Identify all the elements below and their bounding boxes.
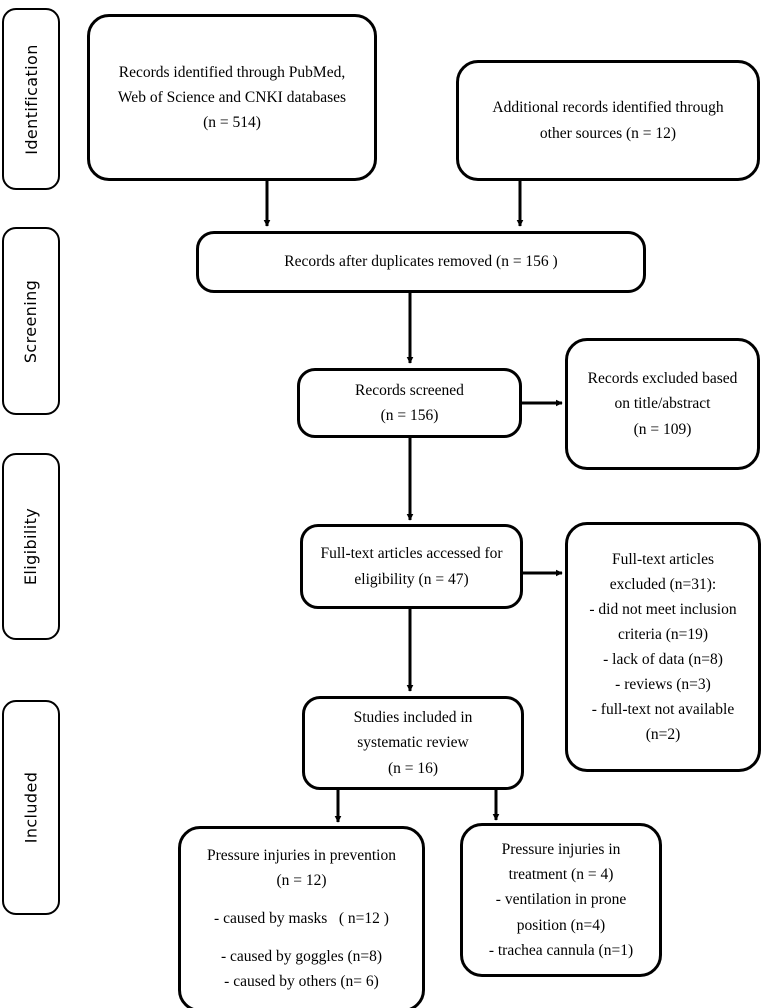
box-additional-records-line2: other sources (n = 12) xyxy=(539,124,677,142)
stage-label-included: Included xyxy=(2,700,60,915)
box-prevention-line1: Pressure injuries in prevention xyxy=(207,847,396,864)
box-records-screened-line2: (n = 156) xyxy=(380,407,439,424)
box-prevention-line4: - caused by goggles (n=8) xyxy=(220,948,383,966)
box-fulltext-excluded-line2: excluded (n=31): xyxy=(609,575,717,593)
box-fulltext-excluded-line1: Full-text articles xyxy=(611,550,714,568)
box-fulltext-excluded-line6: - reviews (n=3) xyxy=(615,676,711,694)
box-treatment-line4: position (n=4) xyxy=(516,916,606,934)
stage-label-included-text: Included xyxy=(21,771,41,844)
box-prevention-line2: (n = 12) xyxy=(276,872,327,890)
box-studies-included-line1: Studies included in xyxy=(353,709,473,727)
box-records-identified-line3: (n = 514) xyxy=(203,114,261,132)
box-fulltext-excluded-line3: - did not meet inclusion xyxy=(589,600,737,618)
box-treatment-line2: treatment (n = 4) xyxy=(508,866,614,884)
stage-label-eligibility-text: Eligibility xyxy=(21,507,41,586)
box-fulltext-assessed-line1: Full-text articles accessed for xyxy=(320,545,503,563)
box-fulltext-excluded-line7: - full-text not available xyxy=(591,701,735,719)
box-duplicates-removed: Records after duplicates removed (n = 15… xyxy=(196,231,646,293)
box-treatment-line1: Pressure injuries in xyxy=(501,841,621,859)
box-studies-included: Studies included in systematic review (n… xyxy=(302,696,524,790)
box-records-excluded-line1: Records excluded based xyxy=(587,370,738,388)
box-fulltext-excluded: Full-text articles excluded (n=31): - di… xyxy=(565,522,761,772)
box-records-identified: Records identified through PubMed, Web o… xyxy=(87,14,377,181)
box-records-excluded-line3: (n = 109) xyxy=(633,420,692,438)
stage-label-identification-text: Identification xyxy=(21,43,41,155)
box-records-screened: Records screened (n = 156) xyxy=(297,368,522,438)
box-studies-included-line2: systematic review xyxy=(357,734,469,752)
box-prevention: Pressure injuries in prevention (n = 12)… xyxy=(178,826,425,1008)
box-additional-records: Additional records identified through ot… xyxy=(456,60,760,181)
box-prevention-line3: - caused by masks ( n=12 ) xyxy=(214,910,389,928)
box-records-screened-line1: Records screened xyxy=(355,381,464,399)
stage-label-identification: Identification xyxy=(2,8,60,190)
box-records-identified-line1: Records identified through PubMed, xyxy=(118,63,346,81)
box-studies-included-line3: (n = 16) xyxy=(387,759,439,777)
box-fulltext-excluded-line4: criteria (n=19) xyxy=(617,625,709,643)
box-fulltext-assessed-line2: eligibility (n = 47) xyxy=(354,570,469,588)
box-records-excluded: Records excluded based on title/abstract… xyxy=(565,338,760,470)
box-prevention-line5: - caused by others (n= 6) xyxy=(224,973,379,991)
stage-label-screening: Screening xyxy=(2,227,60,415)
box-treatment-line5: - trachea cannula (n=1) xyxy=(488,941,634,959)
box-fulltext-excluded-line8: (n=2) xyxy=(645,726,681,744)
box-records-excluded-line2: on title/abstract xyxy=(614,395,711,413)
box-fulltext-assessed: Full-text articles accessed for eligibil… xyxy=(300,524,523,609)
box-duplicates-removed-line1: Records after duplicates removed (n = 15… xyxy=(284,253,558,271)
stage-label-eligibility: Eligibility xyxy=(2,453,60,640)
box-fulltext-excluded-line5: - lack of data (n=8) xyxy=(603,651,723,668)
box-treatment-line3: - ventilation in prone xyxy=(495,891,627,909)
box-treatment: Pressure injuries in treatment (n = 4) -… xyxy=(460,823,662,977)
box-records-identified-line2: Web of Science and CNKI databases xyxy=(117,88,347,106)
stage-label-screening-text: Screening xyxy=(21,279,41,363)
box-additional-records-line1: Additional records identified through xyxy=(492,99,724,117)
